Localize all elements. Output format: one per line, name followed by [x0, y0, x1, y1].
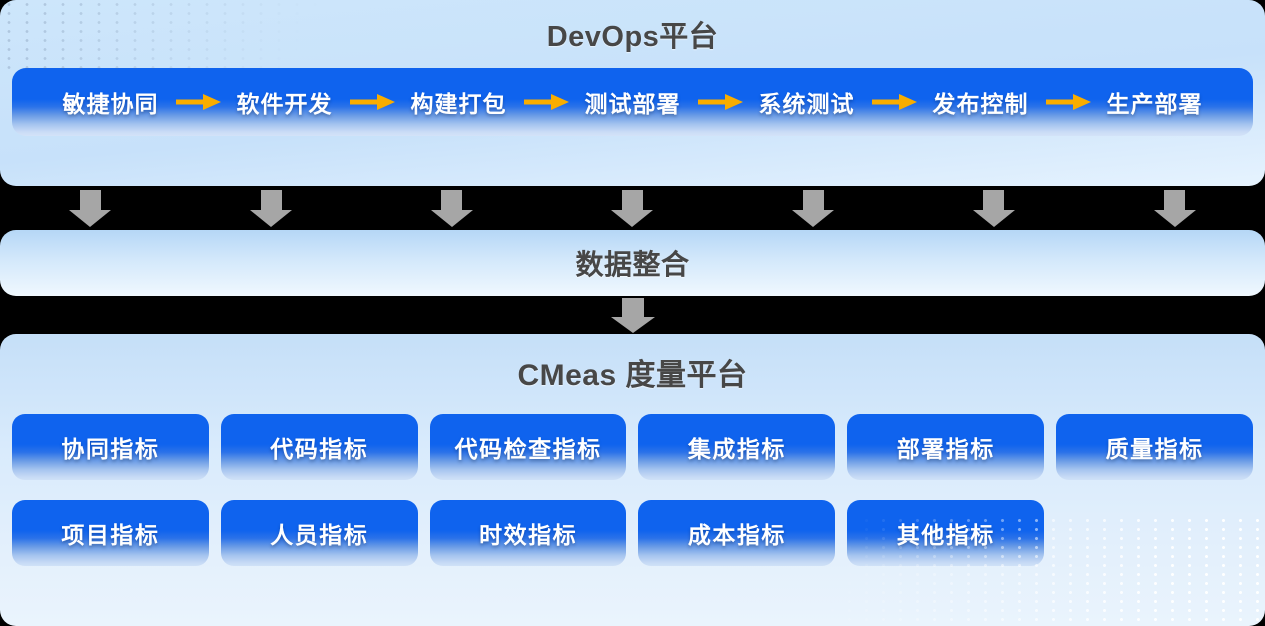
cmeas-platform-panel: CMeas 度量平台 协同指标 代码指标 代码检查指标 集成指标 部署指标 质量…: [0, 334, 1265, 626]
down-arrow-icon: [611, 189, 654, 227]
devops-platform-panel: DevOps平台 敏捷协同: [0, 0, 1265, 186]
metric-chip: 代码检查指标: [429, 414, 627, 480]
pipeline-stage: 系统测试: [697, 85, 855, 119]
down-arrow-icon: [430, 189, 473, 227]
metric-chip: 时效指标: [429, 500, 627, 566]
down-arrow-icon: [972, 189, 1015, 227]
pipeline-to-integration-arrows: [0, 186, 1265, 230]
pipeline-stage-label: 测试部署: [584, 91, 681, 117]
pipeline-stage: 测试部署: [523, 85, 681, 119]
pipeline-stage-label: 系统测试: [758, 91, 855, 117]
down-arrow-icon: [1153, 189, 1196, 227]
flow-arrow-icon: [349, 94, 395, 110]
data-integration-title: 数据整合: [575, 249, 690, 280]
devops-pipeline-bar: 敏捷协同 软件开发: [12, 68, 1253, 136]
metric-chip: 代码指标: [220, 414, 418, 480]
flow-arrow-icon: [697, 94, 743, 110]
metric-chip: 集成指标: [638, 414, 836, 480]
metric-chip: 其他指标: [847, 500, 1045, 566]
pipeline-stage: 发布控制: [871, 85, 1029, 119]
down-arrow-icon: [250, 189, 293, 227]
pipeline-stage: 软件开发: [175, 85, 333, 119]
metric-chip: 协同指标: [12, 414, 209, 480]
metric-chip: 成本指标: [638, 500, 836, 566]
pipeline-stage: 生产部署: [1045, 85, 1203, 119]
devops-panel-title: DevOps平台: [546, 21, 719, 53]
flow-arrow-icon: [175, 94, 221, 110]
down-arrow-icon: [792, 189, 835, 227]
flow-arrow-icon: [1045, 94, 1091, 110]
cmeas-metrics-grid-row1: 协同指标 代码指标 代码检查指标 集成指标 部署指标 质量指标: [0, 394, 1265, 480]
metric-chip: 质量指标: [1056, 414, 1253, 480]
down-arrow-icon: [69, 189, 112, 227]
pipeline-stage-label: 发布控制: [932, 91, 1029, 117]
pipeline-stage-label: 生产部署: [1106, 91, 1203, 117]
metric-chip: 人员指标: [220, 500, 418, 566]
pipeline-stage: 敏捷协同: [63, 85, 159, 119]
down-arrow-icon: [610, 297, 655, 333]
metric-chip: 部署指标: [847, 414, 1045, 480]
flow-arrow-icon: [523, 94, 569, 110]
integration-to-cmeas-arrow: [0, 296, 1265, 334]
pipeline-stage-label: 敏捷协同: [62, 91, 159, 117]
pipeline-stage: 构建打包: [349, 85, 507, 119]
pipeline-stage-label: 构建打包: [410, 91, 507, 117]
metric-chip: 项目指标: [12, 500, 209, 566]
cmeas-panel-title: CMeas 度量平台: [517, 359, 748, 392]
flow-arrow-icon: [871, 94, 917, 110]
cmeas-metrics-grid-row2: 项目指标 人员指标 时效指标 成本指标 其他指标: [0, 480, 1265, 566]
pipeline-stage-label: 软件开发: [236, 91, 333, 117]
data-integration-panel: 数据整合: [0, 230, 1265, 296]
